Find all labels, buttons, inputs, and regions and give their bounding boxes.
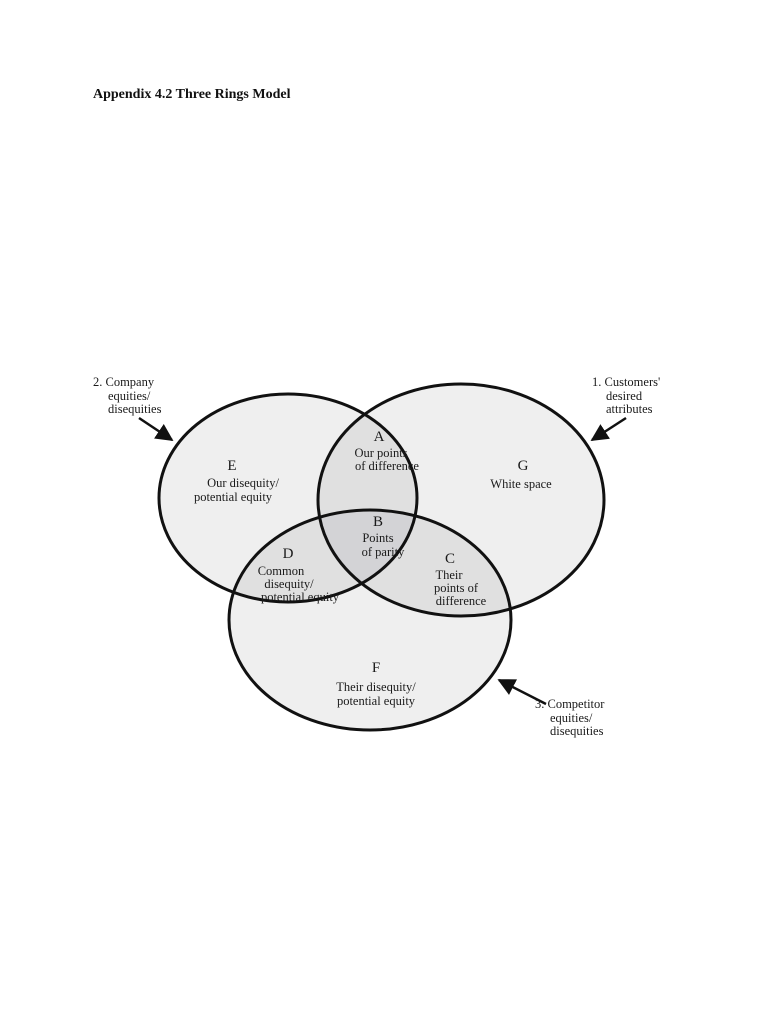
- region-f-line-1: Their disequity/: [336, 680, 416, 694]
- region-b-line-2: of parity: [362, 545, 405, 559]
- customers-callout-line-1: 1. Customers': [592, 375, 660, 389]
- region-e-line-2: potential equity: [194, 490, 273, 504]
- region-g-line-1: White space: [490, 477, 552, 491]
- region-a-line-2: of difference: [355, 459, 419, 473]
- company-callout-line-2: equities/: [108, 389, 151, 403]
- region-c-line-3: difference: [436, 594, 487, 608]
- company-callout-line-3: disequities: [108, 402, 162, 416]
- region-a-line-1: Our points: [354, 446, 407, 460]
- region-c-line-2: points of: [434, 581, 479, 595]
- region-c-letter: C: [445, 551, 455, 567]
- region-f-letter: F: [372, 660, 380, 676]
- region-a-letter: A: [374, 429, 385, 445]
- competitor-callout-line-3: disequities: [550, 724, 604, 738]
- competitor-arrow: [497, 678, 547, 706]
- region-d-line-1: Common: [258, 564, 305, 578]
- region-c-line-1: Their: [435, 568, 463, 582]
- customers-arrow: [590, 416, 627, 442]
- customers-callout-line-2: desired: [606, 389, 643, 403]
- region-b-letter: B: [373, 514, 383, 530]
- region-d-line-3: potential equity: [261, 590, 340, 604]
- region-d-line-2: disequity/: [264, 577, 314, 591]
- region-g-letter: G: [518, 458, 529, 474]
- region-e-line-1: Our disequity/: [207, 476, 279, 490]
- page-title: Appendix 4.2 Three Rings Model: [93, 87, 291, 102]
- region-e-letter: E: [227, 458, 236, 474]
- region-f-line-2: potential equity: [337, 694, 416, 708]
- region-d-letter: D: [283, 546, 294, 562]
- region-b-line-1: Points: [362, 531, 393, 545]
- company-arrow: [138, 416, 174, 442]
- customers-callout-line-3: attributes: [606, 402, 653, 416]
- competitor-callout-line-2: equities/: [550, 711, 593, 725]
- competitor-callout-line-1: 3. Competitor: [535, 697, 605, 711]
- company-callout-line-1: 2. Company: [93, 375, 155, 389]
